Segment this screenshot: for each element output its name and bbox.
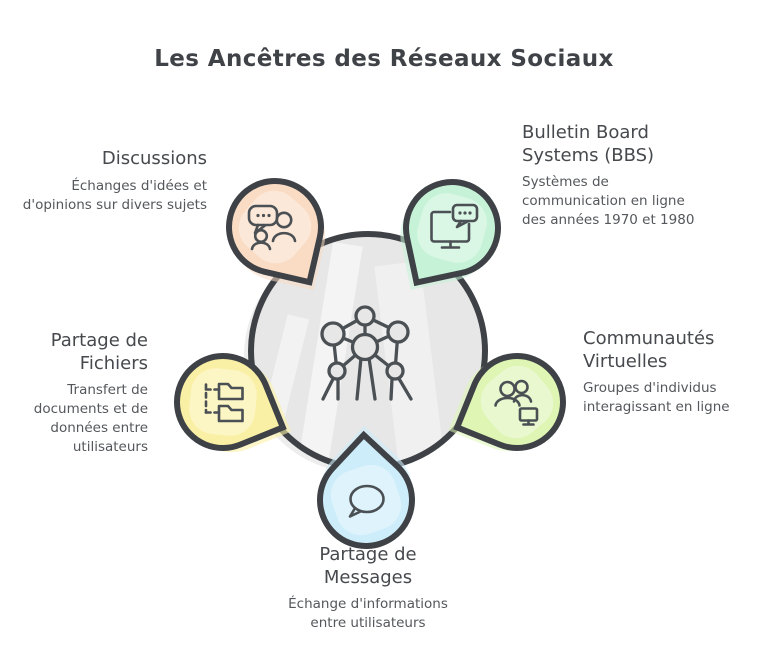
computer-message-icon	[430, 203, 479, 249]
node-description: Transfert de documents et de données ent…	[33, 382, 148, 456]
node-label-virtual-communities: Communautés Virtuelles Groupes d'individ…	[583, 328, 767, 417]
node-label-message-sharing: Partage de Messages Échange d'informatio…	[270, 544, 466, 633]
node-label-file-sharing: Partage de Fichiers Transfert de documen…	[0, 330, 148, 458]
node-heading: Partage de Fichiers	[50, 330, 148, 374]
user-group-monitor-icon	[494, 379, 539, 426]
node-description: Échange d'informations entre utilisateur…	[288, 596, 448, 632]
page-title: Les Ancêtres des Réseaux Sociaux	[154, 46, 614, 72]
network-structure-icon	[320, 305, 413, 401]
folder-tree-icon	[204, 382, 244, 423]
node-description: Échanges d'idées et d'opinions sur diver…	[22, 177, 207, 213]
speech-bubble-icon	[348, 484, 385, 518]
node-heading: Partage de Messages	[319, 544, 417, 588]
node-heading: Discussions	[101, 148, 207, 169]
node-heading: Bulletin Board Systems (BBS)	[522, 122, 655, 166]
node-description: Groupes d'individus interagissant en lig…	[583, 380, 730, 416]
node-label-discussions: Discussions Échanges d'idées et d'opinio…	[7, 148, 207, 215]
node-heading: Communautés Virtuelles	[583, 328, 715, 372]
node-description: Systèmes de communication en ligne des a…	[522, 174, 695, 229]
node-label-bbs: Bulletin Board Systems (BBS) Systèmes de…	[522, 122, 698, 230]
people-conversation-icon	[247, 204, 297, 251]
